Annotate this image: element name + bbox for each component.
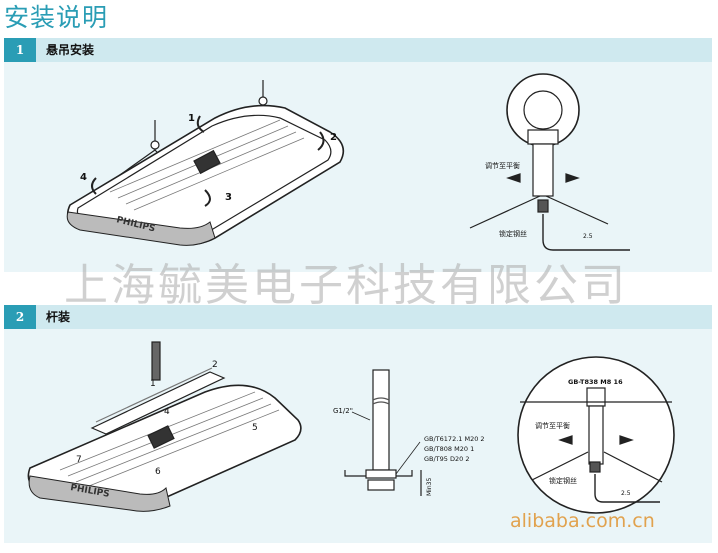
site-url-watermark: alibaba.com.cn bbox=[510, 510, 655, 532]
section-header-pole: 2 杆装 bbox=[4, 305, 712, 329]
step-label: 4 bbox=[164, 407, 170, 417]
step-label: 2 bbox=[330, 132, 337, 143]
step-label: 5 bbox=[252, 423, 258, 433]
dimension-label: 2.5 bbox=[583, 233, 593, 240]
section-number: 1 bbox=[4, 38, 36, 62]
suspended-lamp-illustration bbox=[66, 80, 345, 246]
bolt-detail-circle bbox=[517, 356, 675, 514]
min-length-label: Min35 bbox=[426, 478, 433, 496]
pole-mount-lamp-illustration bbox=[27, 341, 302, 512]
step-label: 2 bbox=[212, 360, 218, 370]
section-label: 悬吊安装 bbox=[46, 43, 95, 57]
bolt-spec-label: GB-T838 M8 16 bbox=[568, 378, 623, 386]
adjust-label: 调节至平衡 bbox=[535, 421, 570, 430]
eye-bolt-detail bbox=[469, 73, 630, 251]
step-label: 1 bbox=[150, 379, 156, 389]
lock-wire-label: 锁定钢丝 bbox=[549, 476, 577, 485]
part-spec: GB/T95 D20 2 bbox=[424, 455, 469, 463]
step-label: 4 bbox=[80, 172, 87, 183]
step-label: 3 bbox=[225, 192, 232, 203]
adjust-label: 调节至平衡 bbox=[485, 161, 520, 170]
company-watermark: 上海毓美电子科技有限公司 bbox=[64, 260, 628, 311]
step-label: 7 bbox=[76, 455, 82, 465]
pipe-thread-label: G1/2" bbox=[333, 407, 353, 415]
step-label: 1 bbox=[188, 113, 195, 124]
suspension-panel bbox=[4, 62, 712, 272]
lock-wire-label: 锁定钢丝 bbox=[499, 229, 527, 238]
section-label: 杆装 bbox=[46, 310, 71, 324]
step-label: 6 bbox=[155, 467, 161, 477]
part-spec: GB/T6172.1 M20 2 bbox=[424, 435, 485, 443]
page-title: 安装说明 bbox=[4, 3, 109, 32]
dimension-label: 2.5 bbox=[621, 490, 631, 497]
section-header-suspension: 1 悬吊安装 bbox=[4, 38, 712, 62]
part-spec: GB/T808 M20 1 bbox=[424, 445, 474, 453]
section-number: 2 bbox=[4, 305, 36, 329]
pipe-mount-detail bbox=[344, 369, 422, 496]
